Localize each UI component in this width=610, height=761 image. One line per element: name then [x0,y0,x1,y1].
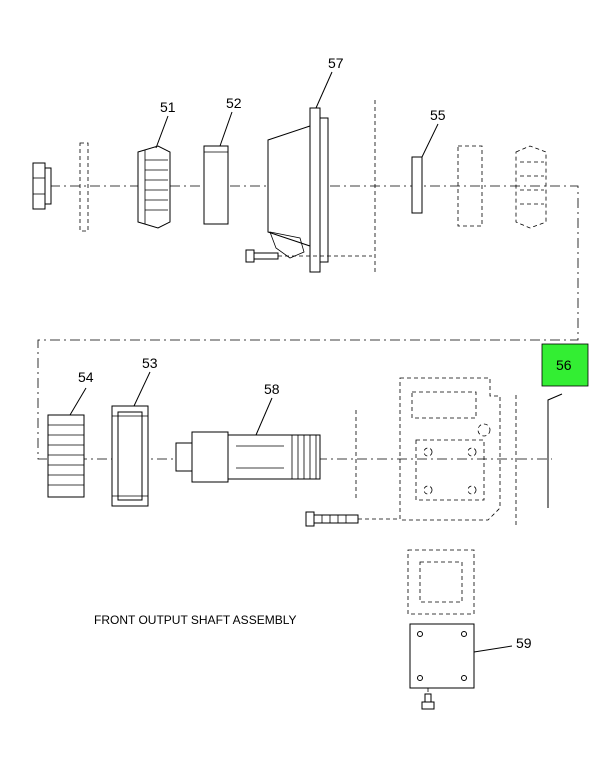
callout-53[interactable]: 53 [142,355,158,371]
output-shaft-58[interactable] [175,431,321,483]
cover-screw[interactable] [421,688,435,710]
collar-53[interactable] [111,405,149,507]
washer[interactable] [79,142,89,232]
spacer-55[interactable] [411,156,423,214]
callout-58[interactable]: 58 [264,381,280,397]
nut[interactable] [32,162,52,210]
bearing-cone-51[interactable] [137,145,171,229]
callout-52[interactable]: 52 [226,95,242,111]
phantom-bearing-cone[interactable] [515,145,547,229]
callout-55[interactable]: 55 [430,107,446,123]
cover-plate-59[interactable] [409,623,475,689]
callout-56[interactable]: 56 [556,357,572,373]
flange-housing-57[interactable] [267,107,329,273]
callout-59[interactable]: 59 [516,635,532,651]
callout-57[interactable]: 57 [328,55,344,71]
bearing-cup-52[interactable] [203,145,229,225]
phantom-bearing-cup[interactable] [457,145,483,227]
phantom-case-housing[interactable] [399,377,501,521]
callout-54[interactable]: 54 [78,369,94,385]
diagram-caption: FRONT OUTPUT SHAFT ASSEMBLY [94,613,296,627]
callout-51[interactable]: 51 [160,99,176,115]
bolt-lower[interactable] [305,511,398,527]
bolt-upper[interactable] [245,249,372,263]
cover-gasket[interactable] [407,549,475,615]
highlight-box-56 [541,343,589,387]
leader-lines [69,71,563,653]
gear-54[interactable] [47,414,85,498]
